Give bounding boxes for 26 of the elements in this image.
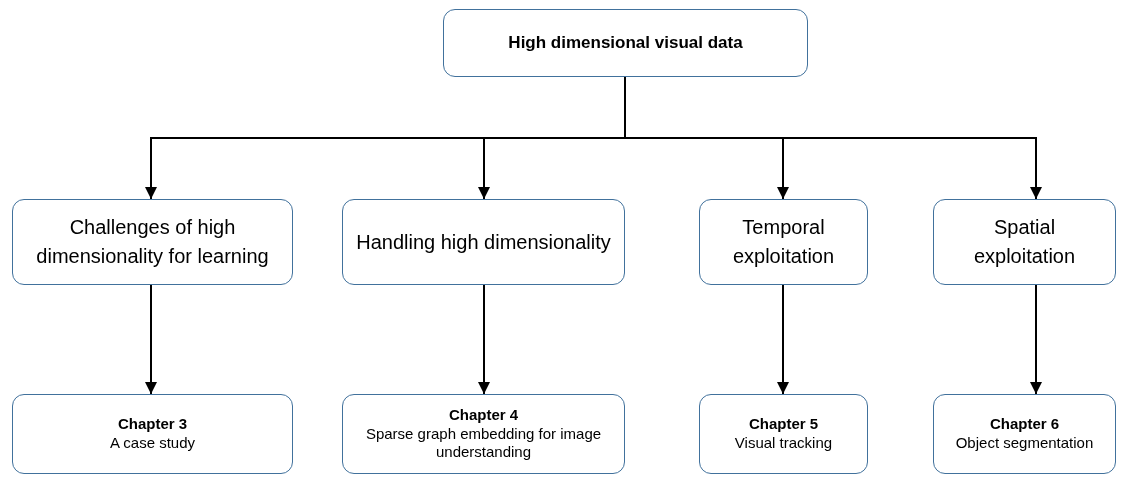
node-label: High dimensional visual data xyxy=(508,32,743,55)
process-box xyxy=(699,394,868,474)
chapter-title: Chapter 5 xyxy=(748,415,819,434)
node-label: Spatial exploitation xyxy=(972,215,1077,269)
chapter-description: Visual tracking xyxy=(734,434,833,453)
arrow xyxy=(478,284,490,395)
node-label: Challenges of high dimensionality for learning xyxy=(35,215,270,269)
process-box xyxy=(342,394,625,474)
chapter-description: A case study xyxy=(109,434,196,453)
node-label: Handling high dimensionality xyxy=(356,229,611,255)
arrow xyxy=(145,284,157,395)
process-box xyxy=(933,199,1116,285)
chapter-description: Sparse graph embedding for image understanding xyxy=(364,424,603,463)
process-box xyxy=(933,394,1116,474)
process-box xyxy=(12,394,293,474)
chapter-title: Chapter 6 xyxy=(989,415,1060,434)
process-box xyxy=(699,199,868,285)
node-label: Temporal exploitation xyxy=(731,215,836,269)
process-box xyxy=(12,199,293,285)
chapter-title: Chapter 4 xyxy=(448,405,519,425)
chapter-title: Chapter 3 xyxy=(117,415,188,434)
process-box xyxy=(443,9,808,77)
arrow xyxy=(777,284,789,395)
process-box xyxy=(342,199,625,285)
chapter-description: Object segmentation xyxy=(955,434,1094,453)
arrow xyxy=(1030,284,1042,395)
